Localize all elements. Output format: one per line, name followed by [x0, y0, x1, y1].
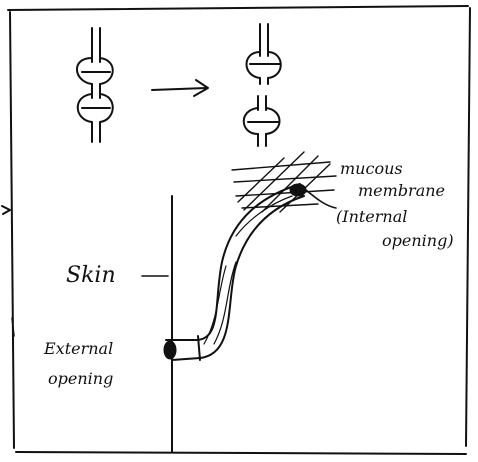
label-mucous-membrane-line2: membrane — [358, 181, 445, 200]
label-skin: Skin — [66, 263, 116, 288]
label-external-opening-line1: External — [43, 339, 113, 358]
label-internal-opening-line2: opening) — [382, 231, 454, 250]
fistula-tract — [166, 184, 304, 360]
mucous-membrane-hatching — [232, 152, 336, 212]
label-internal-opening-line1: (Internal — [336, 207, 407, 226]
internal-opening-marker — [290, 184, 306, 196]
separated-vessel-right — [244, 24, 281, 146]
label-mucous-membrane-line1: mucous — [340, 159, 403, 178]
external-opening-marker — [164, 341, 176, 359]
label-external-opening-line2: opening — [48, 369, 113, 388]
transition-arrow — [152, 80, 208, 96]
skin-line — [142, 196, 172, 452]
intact-vessel-left — [77, 28, 113, 142]
